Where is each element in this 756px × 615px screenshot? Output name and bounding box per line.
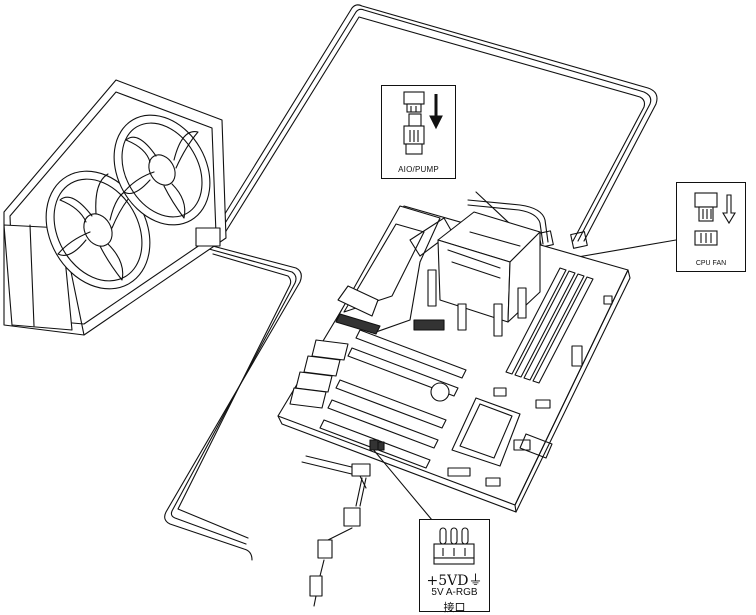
argb-voltage-label: +5VD⏚ (426, 573, 483, 589)
argb-port-label: 接口 (443, 602, 466, 614)
cpu-fan-label: CPU FAN (695, 260, 727, 267)
aio-pump-callout: AIO/PUMP (381, 85, 456, 179)
radiator-with-two-fans-icon (3, 79, 227, 336)
argb-header-callout: +5VD⏚ 5V A-RGB 接口 (419, 519, 490, 614)
argb-type-label: 5V A-RGB (431, 587, 478, 598)
pcie-slots-icon (319, 329, 467, 469)
argb-header-connector-icon (433, 527, 475, 565)
cpu-fan-callout: CPU FAN (676, 182, 746, 272)
argb-daisy-chain-cable-icon (301, 439, 433, 607)
fan-cable-icon (164, 243, 302, 561)
pump-header-connector-icon (403, 91, 443, 155)
rear-io-icon (289, 339, 349, 409)
cpu-cooler-pump-block-icon (427, 211, 541, 337)
dimm-slots-icon (505, 267, 594, 384)
cpu-fan-header-connector-icon (694, 192, 736, 246)
pump-tube-cable-icon (209, 4, 658, 245)
aio-pump-label: AIO/PUMP (398, 165, 439, 174)
